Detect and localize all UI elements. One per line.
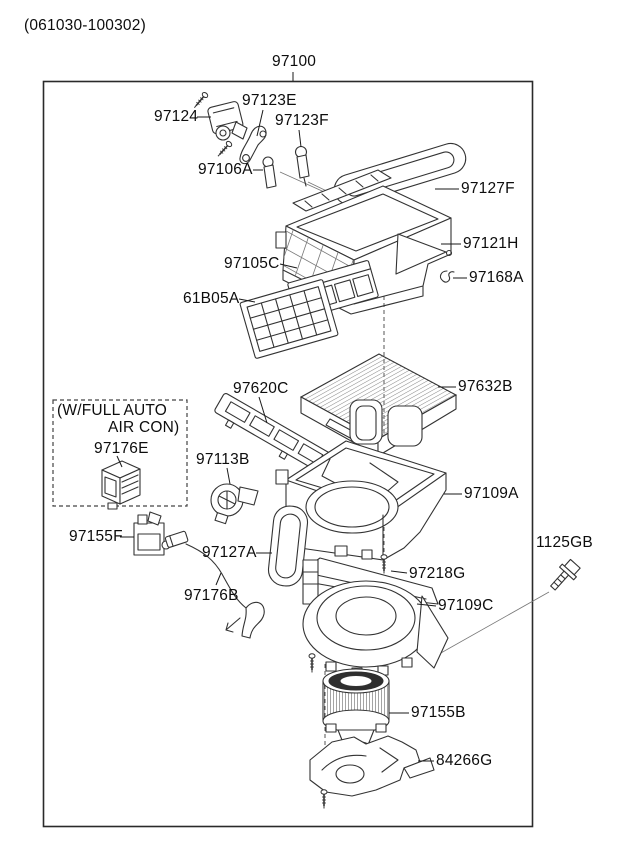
part-label-97123F: 97123F (275, 112, 329, 129)
part-gasket-97127A (267, 505, 309, 587)
part-label-97127A: 97127A (202, 544, 257, 561)
part-intake-towers (349, 399, 423, 447)
note-box-line2: AIR CON) (108, 419, 180, 436)
revision-code: (061030-100302) (24, 17, 146, 34)
part-label-97109A: 97109A (464, 485, 519, 502)
part-label-97176E: 97176E (94, 440, 149, 457)
part-actuator-97113B (210, 483, 259, 525)
part-lower-case-97109A (275, 440, 447, 561)
part-resistor-97176E (101, 460, 141, 510)
part-label-97632B: 97632B (458, 378, 513, 395)
part-label-97124: 97124 (154, 108, 199, 125)
part-label-97155F: 97155F (69, 528, 123, 545)
part-lever-97123E (239, 125, 267, 165)
part-label-97168A: 97168A (469, 269, 524, 286)
part-clip-97168A (439, 270, 455, 283)
part-bolt-1125GB (550, 558, 581, 591)
part-label-97106A: 97106A (198, 161, 253, 178)
part-label-97121H: 97121H (463, 235, 519, 252)
part-relay-97155F (133, 511, 171, 556)
part-label-61B05A: 61B05A (183, 290, 240, 307)
note-box-line1: (W/FULL AUTO (57, 402, 168, 419)
leader-lines (116, 109, 467, 762)
part-label-97155B: 97155B (411, 704, 466, 721)
part-label-97123E: 97123E (242, 92, 297, 109)
part-label-97113B: 97113B (196, 451, 250, 468)
note-box-border (52, 399, 188, 507)
part-screw-97218G (380, 553, 388, 575)
part-label-97105C: 97105C (224, 255, 280, 272)
part-label-97109C: 97109C (438, 597, 494, 614)
part-lever-97106A (262, 156, 277, 189)
part-label-97127F: 97127F (461, 180, 515, 197)
part-label-97176B: 97176B (184, 587, 239, 604)
part-label-97620C: 97620C (233, 380, 289, 397)
assembly-boundary-box (42, 72, 534, 828)
part-label-1125GB: 1125GB (536, 534, 593, 551)
part-wiring-97176B (164, 530, 265, 639)
part-cover-84266G (309, 735, 435, 810)
part-grid-61B05A (239, 279, 339, 359)
part-blower-case-97109C (302, 557, 449, 678)
part-actuator-97124 (191, 90, 248, 160)
part-label-84266G: 84266G (436, 752, 493, 769)
part-lever-97123F (294, 145, 310, 187)
assembly-number-label: 97100 (272, 53, 317, 70)
part-label-97218G: 97218G (409, 565, 466, 582)
part-strip-97620C (214, 393, 332, 473)
